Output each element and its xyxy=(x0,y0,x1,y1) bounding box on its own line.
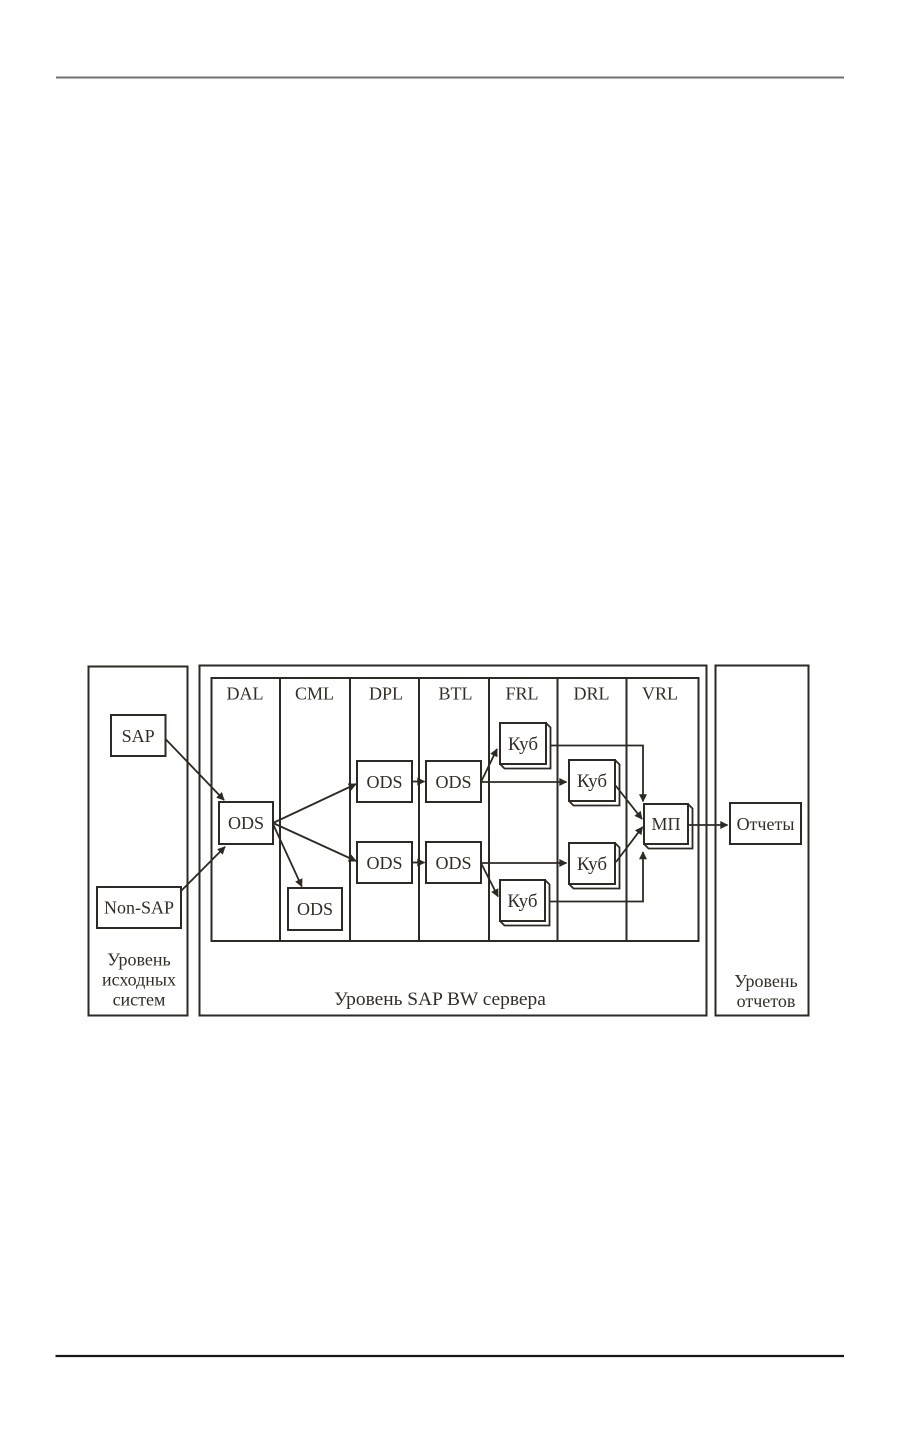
svg-text:FRL: FRL xyxy=(505,684,538,704)
svg-text:исходных: исходных xyxy=(102,970,176,990)
svg-text:систем: систем xyxy=(113,990,166,1010)
svg-text:Куб: Куб xyxy=(508,734,538,755)
svg-text:Non-SAP: Non-SAP xyxy=(104,898,174,918)
svg-text:Куб: Куб xyxy=(577,854,607,875)
svg-text:Уровень: Уровень xyxy=(107,950,170,970)
svg-text:ODS: ODS xyxy=(228,813,264,833)
svg-text:ODS: ODS xyxy=(435,772,471,792)
svg-text:Куб: Куб xyxy=(577,771,607,792)
svg-text:DRL: DRL xyxy=(574,684,610,704)
svg-text:отчетов: отчетов xyxy=(737,991,796,1011)
svg-text:ODS: ODS xyxy=(297,899,333,919)
svg-text:Уровень: Уровень xyxy=(734,971,797,991)
svg-text:ODS: ODS xyxy=(435,853,471,873)
svg-text:ODS: ODS xyxy=(366,772,402,792)
svg-text:DPL: DPL xyxy=(369,684,403,704)
svg-text:Куб: Куб xyxy=(507,891,537,912)
svg-text:МП: МП xyxy=(651,814,680,834)
svg-text:CML: CML xyxy=(295,684,334,704)
svg-text:DAL: DAL xyxy=(227,684,264,704)
svg-text:Отчеты: Отчеты xyxy=(737,814,795,834)
svg-text:ODS: ODS xyxy=(366,853,402,873)
svg-text:SAP: SAP xyxy=(122,726,155,746)
svg-text:VRL: VRL xyxy=(642,684,678,704)
svg-text:Уровень SAP BW сервера: Уровень SAP BW сервера xyxy=(334,989,546,1010)
svg-text:BTL: BTL xyxy=(439,684,473,704)
